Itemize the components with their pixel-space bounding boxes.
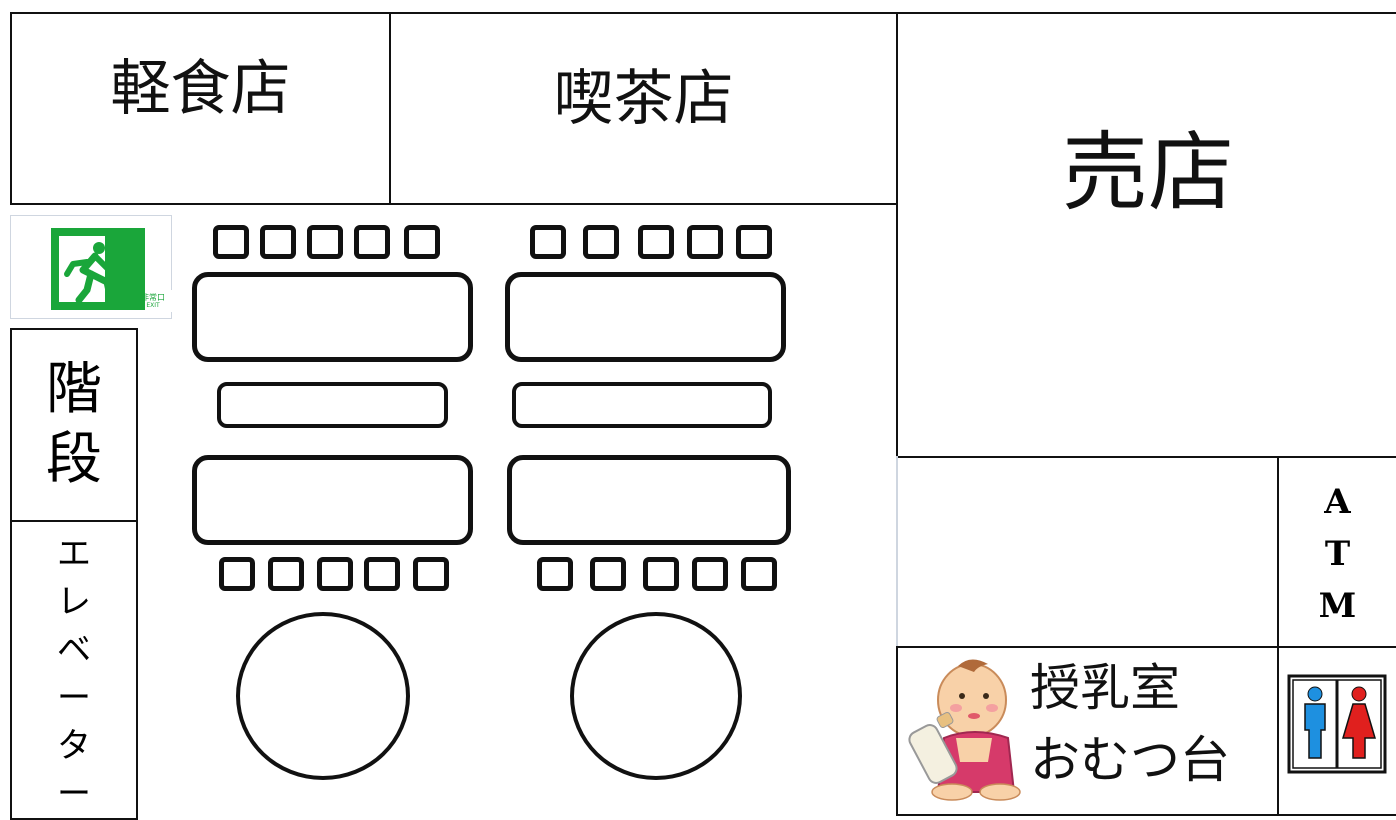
- elevator-label-4: ー: [57, 678, 91, 718]
- atm-room: A T M: [1277, 456, 1396, 648]
- elevator-room: エ レ ベ ー タ ー: [10, 520, 138, 820]
- chair: [638, 225, 674, 259]
- baby-bottle-icon: [908, 659, 1021, 801]
- cafe-room: 喫茶店: [389, 12, 898, 205]
- elevator-label-3: ベ: [57, 630, 91, 670]
- nursing-room: 授乳室 おむつ台: [896, 646, 1279, 816]
- stairs-room: 階 段: [10, 328, 138, 522]
- atm-label-a: A: [1324, 482, 1351, 522]
- chair: [307, 225, 343, 259]
- counter-table: [512, 382, 772, 428]
- chair: [219, 557, 255, 591]
- long-table: [505, 272, 786, 362]
- elevator-label-2: レ: [57, 582, 91, 622]
- shop-room: 売店: [896, 12, 1396, 458]
- chair: [583, 225, 619, 259]
- chair: [354, 225, 390, 259]
- diaper-table-label: おむつ台: [1030, 731, 1230, 789]
- long-table: [192, 272, 473, 362]
- stairs-label-2: 段: [46, 427, 102, 492]
- chair: [404, 225, 440, 259]
- elevator-label-6: ー: [57, 774, 91, 814]
- chair: [537, 557, 573, 591]
- chair: [530, 225, 566, 259]
- restroom-room: [1277, 646, 1396, 816]
- chair: [643, 557, 679, 591]
- chair: [687, 225, 723, 259]
- shop-label: 売店: [1062, 123, 1234, 223]
- chair: [736, 225, 772, 259]
- long-table: [507, 455, 791, 545]
- atm-label-t: T: [1324, 534, 1351, 574]
- round-table: [570, 612, 742, 780]
- stairs-label-1: 階: [46, 357, 102, 422]
- chair: [364, 557, 400, 591]
- chair: [692, 557, 728, 591]
- elevator-label-5: タ: [57, 726, 91, 766]
- exit-sign: 非常口 EXIT: [10, 215, 173, 319]
- restroom-icon: [1287, 674, 1387, 774]
- chair: [741, 557, 777, 591]
- snack-shop-label: 軽食店: [110, 54, 291, 124]
- emergency-exit-icon: [51, 228, 173, 312]
- counter-table: [217, 382, 448, 428]
- snack-shop-room: 軽食店: [10, 12, 391, 205]
- atm-label-m: M: [1318, 586, 1357, 626]
- nursing-room-label: 授乳室: [1030, 659, 1180, 717]
- chair: [213, 225, 249, 259]
- chair: [590, 557, 626, 591]
- lobby-divider: [896, 456, 898, 648]
- exit-text-en: EXIT: [146, 302, 160, 309]
- cafe-label: 喫茶店: [553, 64, 734, 134]
- chair: [268, 557, 304, 591]
- exit-text-ja: 非常口: [141, 293, 165, 302]
- long-table: [192, 455, 473, 545]
- round-table: [236, 612, 410, 780]
- chair: [260, 225, 296, 259]
- elevator-label-1: エ: [57, 534, 91, 574]
- chair: [317, 557, 353, 591]
- chair: [413, 557, 449, 591]
